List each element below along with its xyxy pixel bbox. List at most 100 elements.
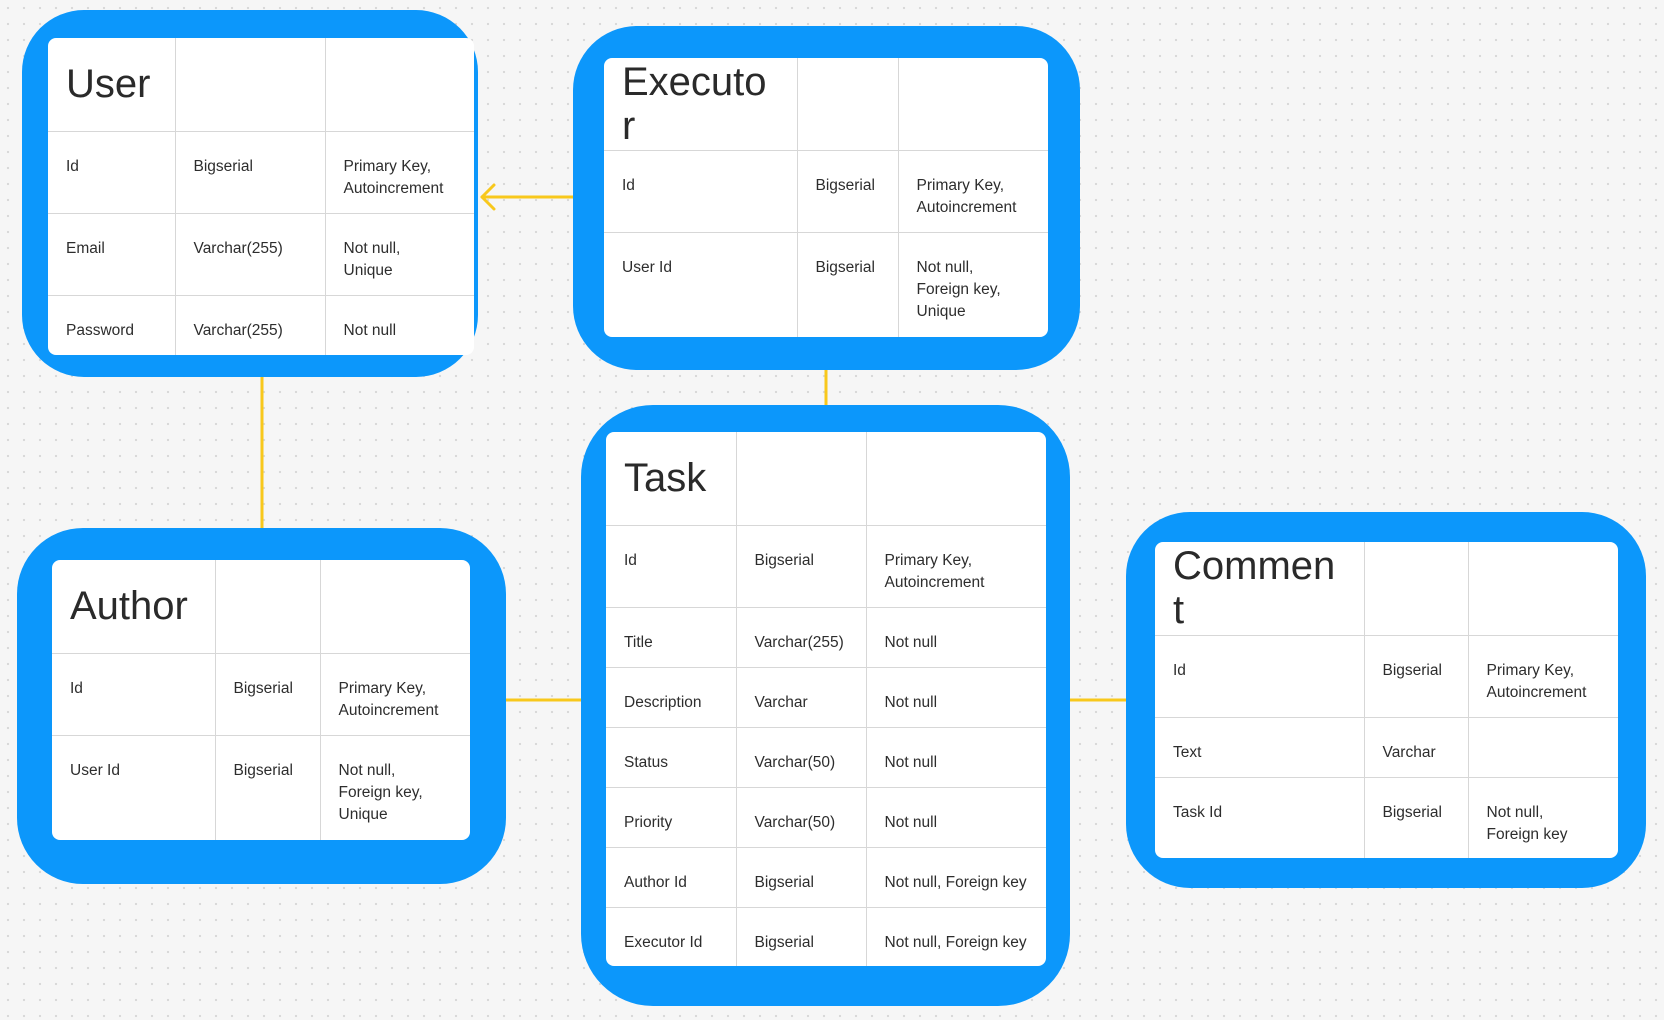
comment-header-row: Comment: [1155, 542, 1618, 636]
comment-title-cell: Comment: [1155, 542, 1365, 636]
field-constraints-cell: Not null, Foreign key, Unique: [916, 258, 1001, 320]
field-type-cell: Varchar(255): [175, 213, 326, 297]
field-constraints-cell: Primary Key, Autoincrement: [325, 131, 474, 215]
empty-header-cell: [175, 38, 326, 132]
field-type-cell: Varchar(255): [736, 607, 867, 668]
field-name-cell: Id: [604, 150, 798, 233]
empty-header-cell: [320, 560, 470, 654]
field-name-cell: Description: [606, 667, 737, 728]
field-constraints-cell: Not null, Foreign key: [1486, 803, 1568, 843]
field-name-cell: Priority: [606, 787, 737, 848]
field-type-cell: Varchar(255): [175, 295, 326, 355]
task-title-cell: Task: [606, 432, 737, 526]
field-type-cell: Bigserial: [797, 232, 899, 337]
field-constraints-cell: Not null: [866, 787, 1046, 848]
field-name-cell: Title: [606, 607, 737, 668]
field-name-cell: Id: [1155, 635, 1365, 718]
field-name-cell: Text: [1155, 717, 1365, 778]
relation-arrow-author-to-user: [248, 361, 276, 557]
empty-header-cell: [866, 432, 1046, 526]
executor-title-cell: Executor: [604, 58, 798, 151]
field-constraints-cell: Not null, Foreign key: [866, 847, 1046, 908]
field-type-cell: Bigserial: [736, 847, 867, 908]
field-type-cell: Bigserial: [736, 525, 867, 608]
field-name-cell: User Id: [604, 232, 798, 337]
executor-header-row: Executor: [604, 58, 1048, 151]
field-type-cell: Bigserial: [1364, 635, 1469, 718]
field-constraints-cell: Primary Key, Autoincrement: [898, 150, 1048, 233]
field-name-cell: Email: [48, 213, 176, 297]
field-name-cell: Id: [48, 131, 176, 215]
field-name-cell: Id: [606, 525, 737, 608]
field-constraints-cell: Not null: [343, 322, 397, 340]
field-type-cell: Bigserial: [215, 653, 321, 736]
user-title-cell: User: [48, 38, 176, 132]
field-constraints-cell: Primary Key, Autoincrement: [866, 525, 1046, 608]
field-name-cell: Status: [606, 727, 737, 788]
empty-header-cell: [898, 58, 1048, 151]
entity-title: Comment: [1173, 544, 1336, 633]
field-constraints-cell: Not null, Foreign key: [884, 933, 1027, 951]
empty-header-cell: [797, 58, 899, 151]
field-type-cell: Bigserial: [215, 735, 321, 840]
field-type-cell: Varchar: [1364, 717, 1469, 778]
field-constraints-cell: [1468, 717, 1618, 778]
field-name-cell: Author Id: [606, 847, 737, 908]
arrow-head-icon: [480, 183, 496, 211]
task-header-row: Task: [606, 432, 1046, 526]
field-constraints-cell: Not null: [866, 727, 1046, 788]
user-header-row: User: [48, 38, 474, 132]
entity-title: Task: [624, 456, 707, 501]
field-name-cell: Id: [52, 653, 216, 736]
empty-header-cell: [1468, 542, 1618, 636]
field-constraints-cell: Primary Key, Autoincrement: [320, 653, 470, 736]
empty-header-cell: [215, 560, 321, 654]
entity-title: User: [66, 62, 151, 107]
field-name-cell: Executor Id: [606, 907, 737, 966]
field-type-cell: Bigserial: [797, 150, 899, 233]
empty-header-cell: [736, 432, 867, 526]
field-constraints-cell: Not null, Foreign key, Unique: [338, 761, 423, 823]
field-type-cell: Varchar(50): [736, 787, 867, 848]
entity-title: Author: [70, 584, 188, 629]
field-type-cell: Varchar: [736, 667, 867, 728]
field-type-cell: Varchar(50): [736, 727, 867, 788]
field-constraints-cell: Not null, Unique: [325, 213, 474, 297]
empty-header-cell: [325, 38, 474, 132]
empty-header-cell: [1364, 542, 1469, 636]
field-name-cell: User Id: [52, 735, 216, 840]
field-constraints-cell: Not null: [866, 607, 1046, 668]
entity-title: Executor: [622, 59, 767, 148]
field-type-cell: Bigserial: [736, 907, 867, 966]
field-constraints-cell: Primary Key, Autoincrement: [1468, 635, 1618, 718]
field-type-cell: Bigserial: [1364, 777, 1469, 858]
field-name-cell: Task Id: [1155, 777, 1365, 858]
author-title-cell: Author: [52, 560, 216, 654]
field-type-cell: Bigserial: [175, 131, 326, 215]
field-constraints-cell: Not null: [866, 667, 1046, 728]
author-header-row: Author: [52, 560, 470, 654]
field-name-cell: Password: [48, 295, 176, 355]
